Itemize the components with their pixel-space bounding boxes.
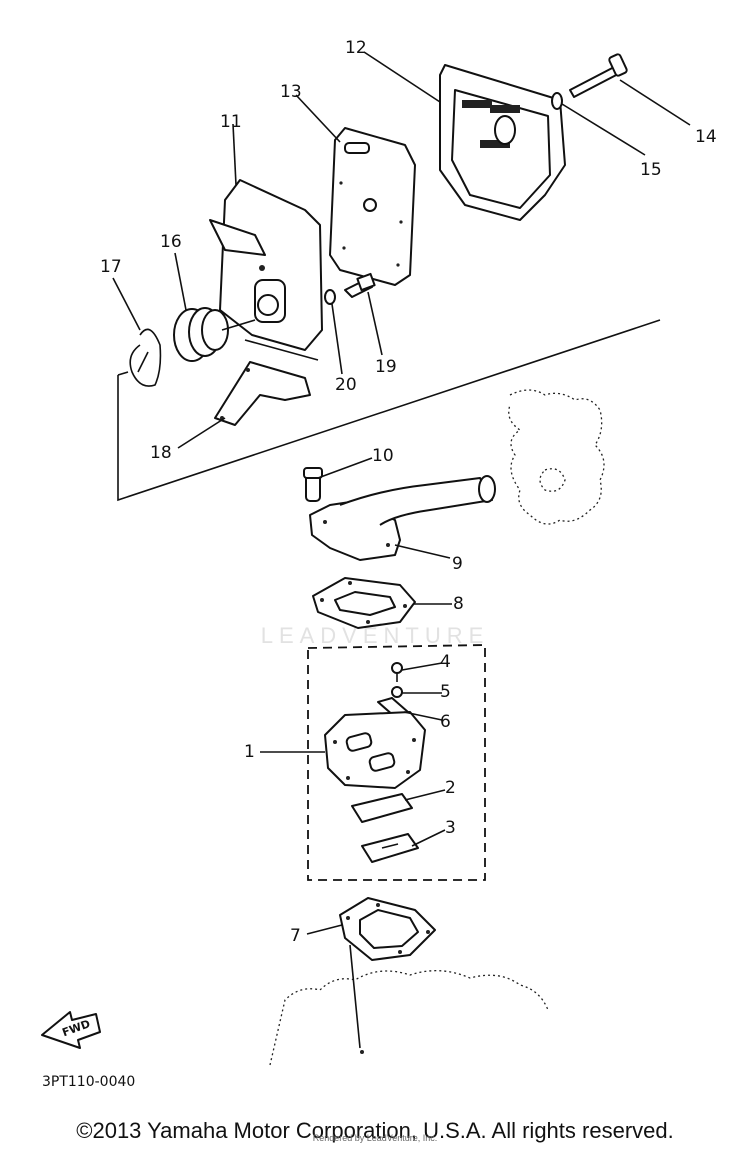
part-7-gasket [339,897,436,961]
part-12-cover [439,64,566,221]
callout-4: 4 [440,652,451,672]
callout-1: 1 [244,742,255,762]
engine-ghost-upper [508,389,605,525]
callout-5: 5 [440,682,451,702]
part-8-gasket [312,577,416,629]
callout-3: 3 [445,818,456,838]
part-18-bracket [214,339,319,426]
part-2-reed [351,793,413,823]
part-15-washer [551,92,563,110]
part-10-bolt [303,467,323,502]
part-14-bolt [569,53,628,98]
callout-10: 10 [372,446,394,466]
callout-14: 14 [695,127,717,147]
callout-18: 18 [150,443,172,463]
callout-11: 11 [220,112,242,132]
part-13-gasket-plate [329,127,416,286]
doc-code: 3PT110-0040 [42,1074,136,1090]
callout-16: 16 [160,232,182,252]
engine-ghost-lower [269,970,549,1066]
part-4-screw [391,662,403,682]
part-9-manifold [309,475,496,561]
callouts: 1 2 3 4 5 6 7 8 9 10 11 12 13 14 15 16 1… [100,38,717,946]
part-1-assembly-box [307,644,486,881]
callout-12: 12 [345,38,367,58]
callout-8: 8 [453,594,464,614]
callout-15: 15 [640,160,662,180]
fwd-arrow: FWD [41,1011,101,1049]
tiny-credit: Rendered by LeadVenture, Inc. [312,1133,438,1143]
part-11-silencer-case [209,179,323,351]
callout-7: 7 [290,926,301,946]
callout-19: 19 [375,357,397,377]
part-17-clip [129,328,162,387]
leader-lines [112,51,691,1049]
part-19-screw [344,272,376,298]
callout-17: 17 [100,257,122,277]
callout-2: 2 [445,778,456,798]
part-16-duct-ring [173,307,256,362]
part-3-reed-plate [361,833,419,863]
callout-9: 9 [452,554,463,574]
part-1-reed-valve [324,711,426,789]
copyright-text: ©2013 Yamaha Motor Corporation, U.S.A. A… [76,1118,674,1143]
watermark: LEADVENTURE [260,623,490,648]
group-bracket [117,319,661,502]
callout-13: 13 [280,82,302,102]
callout-20: 20 [335,375,357,395]
callout-6: 6 [440,712,451,732]
part-5-washer [391,686,403,698]
part-20-washer [324,289,336,305]
